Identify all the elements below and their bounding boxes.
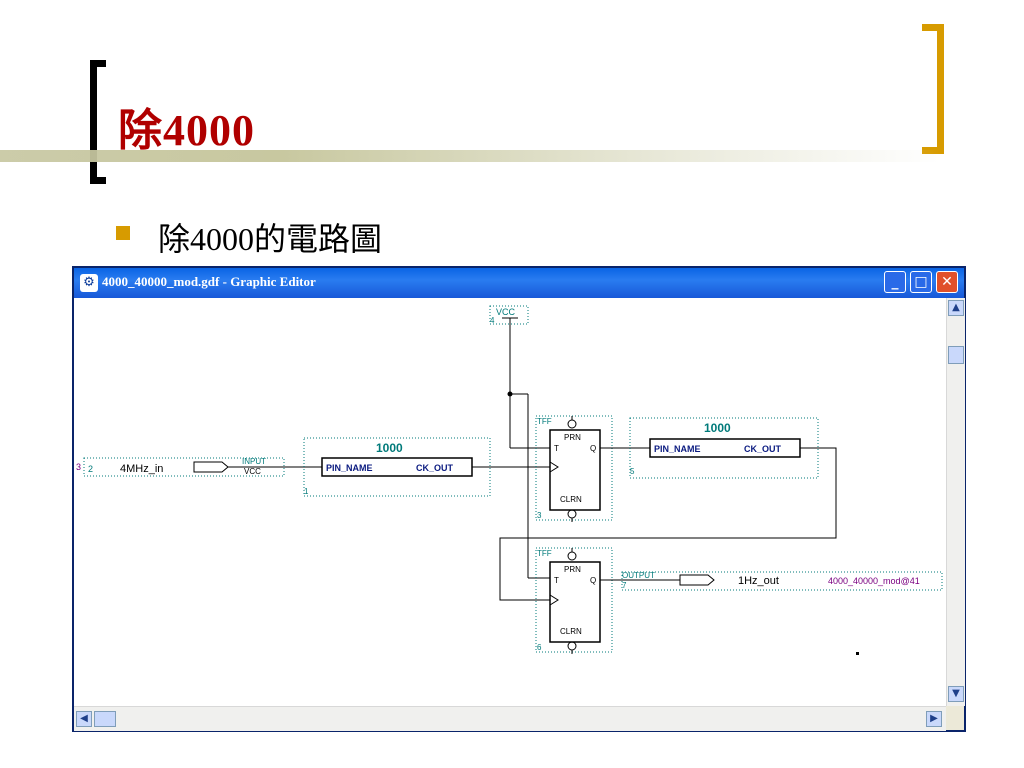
divider1-ck-out: CK_OUT [416,463,454,473]
tff2-clrn-bubble [567,641,577,651]
input-pin-symbol [193,461,229,473]
schematic-diagram: VCC 4 3 2 4MHz_in INPUT VCC [76,305,943,655]
vcc-pin-number: 4 [490,316,495,325]
vcc-pin-box[interactable] [489,305,529,325]
divider1-box[interactable] [303,437,491,497]
scroll-up-arrow-icon[interactable]: ▲ [948,300,964,316]
tff1-t: T [554,444,559,453]
bullet-text: 除4000的電路圖 [158,221,383,257]
horizontal-scrollbar[interactable]: ◀ ▶ [74,706,946,731]
input-pin-number: 2 [88,464,93,474]
tff2-q: Q [590,576,596,585]
left-bracket-decoration [90,60,106,184]
title-underline [0,150,940,162]
tff2-label: TFF [537,549,552,558]
divider2-pin-name: PIN_NAME [654,444,701,454]
input-pin-box[interactable] [83,457,285,477]
tff2-t: T [554,576,559,585]
resize-grip-icon[interactable] [946,706,964,730]
divider2-feedback-wire[interactable] [499,447,837,601]
vertical-scroll-thumb[interactable] [948,346,964,364]
bullet-icon [116,226,130,240]
output-pin-name: 1Hz_out [738,575,779,587]
vcc-label: VCC [496,307,516,317]
input-index-left: 3 [76,462,81,472]
tff1-label: TFF [537,417,552,426]
graphic-editor-window: ⚙ 4000_40000_mod.gdf - Graphic Editor _ … [72,266,966,732]
divider1-value: 1000 [376,441,403,455]
slide-title: 除4000 [118,106,255,155]
horizontal-scroll-thumb[interactable] [94,711,116,727]
output-pin-type: OUTPUT [622,571,655,580]
tff2-clock-marker [549,594,559,606]
window-title: 4000_40000_mod.gdf - Graphic Editor [102,274,316,289]
tff1-number: 3 [537,511,542,520]
schematic-canvas[interactable]: VCC 4 3 2 4MHz_in INPUT VCC [74,298,946,706]
close-button[interactable]: ✕ [936,271,958,293]
window-titlebar[interactable]: ⚙ 4000_40000_mod.gdf - Graphic Editor _ … [74,268,964,298]
tff2-prn-bubble [567,551,577,561]
divider1-number: 1 [304,487,309,496]
maximize-button[interactable]: □ [910,271,932,293]
tff1-clrn: CLRN [560,495,582,504]
tff1-clrn-bubble [567,509,577,519]
vertical-scrollbar[interactable]: ▲ ▼ [946,298,965,706]
tff1-clock-marker [549,461,559,473]
output-pin-number: 7 [622,581,627,590]
tff1-prn: PRN [564,433,581,442]
minimize-button[interactable]: _ [884,271,906,293]
scroll-down-arrow-icon[interactable]: ▼ [948,686,964,702]
divider2-number: 5 [630,467,635,476]
app-icon: ⚙ [80,274,98,292]
output-pin-ref: 4000_40000_mod@41 [828,576,920,586]
scroll-right-arrow-icon[interactable]: ▶ [926,711,942,727]
tff1-block[interactable] [549,429,601,511]
canvas-marker-dot [856,652,859,655]
divider2-box[interactable] [629,417,819,479]
input-pin-type: INPUT [242,457,266,466]
tff1-q: Q [590,444,596,453]
right-bracket-decoration [922,24,944,154]
divider2-ck-out: CK_OUT [744,444,782,454]
scroll-left-arrow-icon[interactable]: ◀ [76,711,92,727]
divider1-pin-name: PIN_NAME [326,463,373,473]
input-pin-default: VCC [244,467,261,476]
output-pin-symbol [679,574,715,586]
input-pin-name: 4MHz_in [120,463,163,475]
tff2-prn: PRN [564,565,581,574]
tff2-block[interactable] [549,561,601,643]
tff2-number: 6 [537,643,542,652]
tff1-prn-bubble [567,419,577,429]
divider2-value: 1000 [704,421,731,435]
output-pin-box[interactable] [621,571,943,591]
tff2-clrn: CLRN [560,627,582,636]
